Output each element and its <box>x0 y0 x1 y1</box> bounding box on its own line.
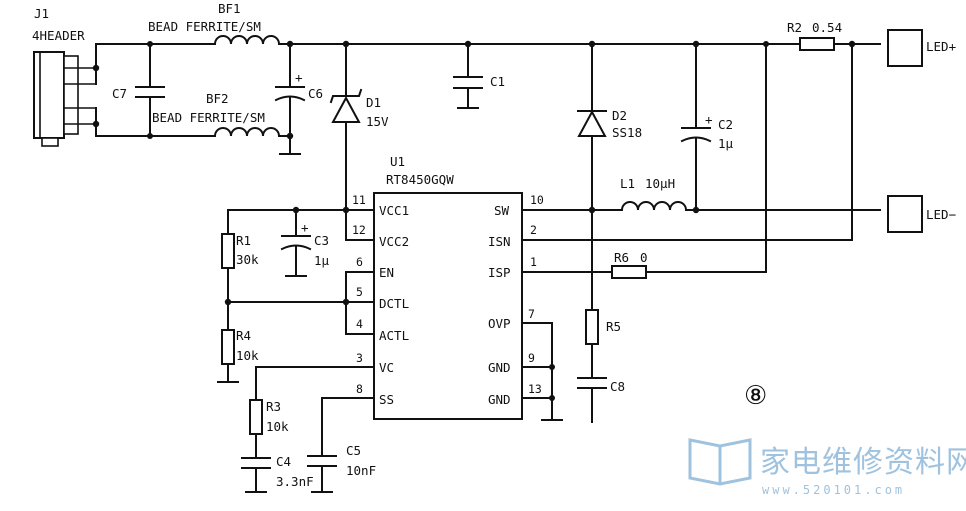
r5-resistor <box>585 309 599 379</box>
c1-capacitor <box>453 43 483 109</box>
c2-ref: C2 <box>718 117 733 132</box>
pin-name-sw: SW <box>494 203 510 218</box>
pin-name-dctl: DCTL <box>379 296 409 311</box>
r1-resistor <box>221 209 235 331</box>
c4-value: 3.3nF <box>276 474 314 489</box>
led-minus-connector <box>887 195 923 233</box>
pin-num-4: 4 <box>356 317 363 331</box>
j1-value: 4HEADER <box>32 28 85 43</box>
pin-name-gnd-13: GND <box>488 392 511 407</box>
r2-value: 0.54 <box>812 20 842 35</box>
r5-ref: R5 <box>606 319 621 334</box>
bf1-ref: BF1 <box>218 1 241 16</box>
l1-ref: L1 <box>620 176 635 191</box>
pin-name-ovp: OVP <box>488 316 511 331</box>
pin-name-isp: ISP <box>488 265 511 280</box>
r2-ref: R2 <box>787 20 802 35</box>
pin-num-5: 5 <box>356 285 363 299</box>
pin-num-12: 12 <box>352 223 366 237</box>
c8-capacitor <box>577 377 607 423</box>
l1-value: 10μH <box>645 176 675 191</box>
c3-value: 1μ <box>314 253 330 268</box>
c6-ref: C6 <box>308 86 323 101</box>
c3-ref: C3 <box>314 233 329 248</box>
figure-number: ⑧ <box>744 381 767 411</box>
c4-capacitor <box>241 457 271 493</box>
pin-name-ss: SS <box>379 392 394 407</box>
r6-value: 0 <box>640 250 648 265</box>
c2-polarity: + <box>705 112 713 127</box>
watermark-title: 家电维修资料网 <box>760 445 966 480</box>
pin-num-3: 3 <box>356 351 363 365</box>
bf2-ferrite-bead <box>213 127 281 138</box>
u1-ref: U1 <box>390 154 405 169</box>
r3-resistor <box>249 366 263 459</box>
r3-ref: R3 <box>266 399 281 414</box>
pin-num-7: 7 <box>528 307 535 321</box>
r6-resistor <box>611 265 767 279</box>
d2-value: SS18 <box>612 125 642 140</box>
c5-ref: C5 <box>346 443 361 458</box>
pin-num-9: 9 <box>528 351 535 365</box>
c3-polarity: + <box>301 220 309 235</box>
j1-ref: J1 <box>34 6 49 21</box>
pin-name-en: EN <box>379 265 394 280</box>
d1-value: 15V <box>366 114 389 129</box>
r4-ref: R4 <box>236 328 251 343</box>
c7-capacitor <box>135 43 165 137</box>
c2-value: 1μ <box>718 136 734 151</box>
d1-ref: D1 <box>366 95 381 110</box>
d2-ref: D2 <box>612 108 627 123</box>
pin-num-13: 13 <box>528 382 542 396</box>
pin-num-8: 8 <box>356 382 363 396</box>
r4-value: 10k <box>236 348 259 363</box>
u1-ic <box>373 192 523 420</box>
pin-num-6: 6 <box>356 255 363 269</box>
bf2-value: BEAD FERRITE/SM <box>152 110 265 125</box>
j1-connector <box>33 51 96 147</box>
bf1-ferrite-bead <box>213 35 281 46</box>
c8-ref: C8 <box>610 379 625 394</box>
bf1-value: BEAD FERRITE/SM <box>148 19 261 34</box>
c7-ref: C7 <box>112 86 127 101</box>
led-plus-connector <box>887 29 923 67</box>
d1-zener-diode <box>329 43 363 211</box>
c4-ref: C4 <box>276 454 291 469</box>
pin-name-isn: ISN <box>488 234 511 249</box>
r4-resistor <box>217 329 239 383</box>
c3-capacitor <box>280 209 312 277</box>
pin-name-actl: ACTL <box>379 328 409 343</box>
pin-num-10: 10 <box>530 193 544 207</box>
c5-value: 10nF <box>346 463 376 478</box>
r2-resistor <box>799 37 835 51</box>
pin-name-gnd-9: GND <box>488 360 511 375</box>
r6-ref: R6 <box>614 250 629 265</box>
led-plus-label: LED+ <box>926 39 956 54</box>
c6-capacitor <box>274 43 306 155</box>
d2-schottky-diode <box>577 43 607 311</box>
r1-value: 30k <box>236 252 259 267</box>
c5-capacitor <box>307 397 337 493</box>
watermark-logo <box>688 438 752 486</box>
watermark-url: www.520101.com <box>762 483 905 497</box>
pin-name-vcc1: VCC1 <box>379 203 409 218</box>
pin-num-2: 2 <box>530 223 537 237</box>
u1-value: RT8450GQW <box>386 172 454 187</box>
pin-num-11: 11 <box>352 193 366 207</box>
r3-value: 10k <box>266 419 289 434</box>
pin-name-vc: VC <box>379 360 394 375</box>
pin-num-1: 1 <box>530 255 537 269</box>
l1-inductor <box>620 201 697 212</box>
pin-name-vcc2: VCC2 <box>379 234 409 249</box>
c2-capacitor <box>680 43 712 211</box>
c6-polarity: + <box>295 70 303 85</box>
c1-ref: C1 <box>490 74 505 89</box>
bf2-ref: BF2 <box>206 91 229 106</box>
r1-ref: R1 <box>236 233 251 248</box>
led-minus-label: LED− <box>926 207 956 222</box>
